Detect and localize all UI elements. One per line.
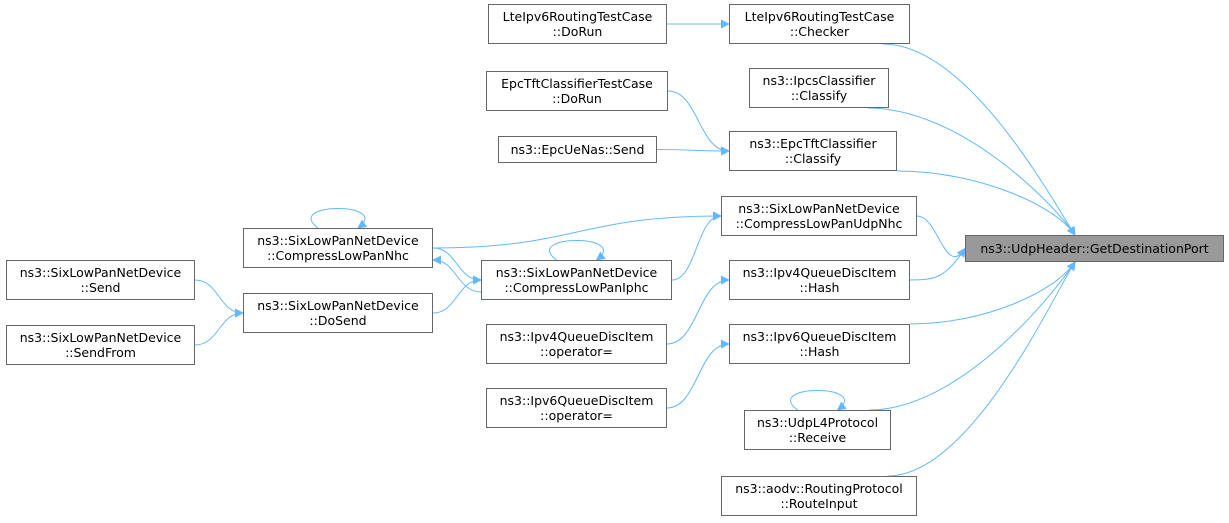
node-label-line: ::Hash bbox=[799, 344, 840, 359]
node-etd[interactable]: EpcTftClassifierTestCase::DoRun bbox=[486, 71, 668, 111]
node-label-line: ::operator= bbox=[540, 408, 613, 423]
edge-iphc-to-udp bbox=[671, 211, 722, 281]
node-i4o[interactable]: ns3::Ipv4QueueDiscItem::operator= bbox=[486, 324, 667, 364]
node-label-line: ::SendFrom bbox=[65, 345, 136, 360]
node-ari[interactable]: ns3::aodv::RoutingProtocol::RouteInput bbox=[721, 476, 917, 516]
node-label-line: ns3::UdpL4Protocol bbox=[756, 415, 879, 430]
node-label-line: LteIpv6RoutingTestCase bbox=[744, 9, 895, 24]
node-label-line: ::DoRun bbox=[552, 24, 603, 39]
node-i6o[interactable]: ns3::Ipv6QueueDiscItem::operator= bbox=[486, 388, 667, 428]
node-label-line: ns3::Ipv6QueueDiscItem bbox=[742, 329, 897, 344]
node-nhc[interactable]: ns3::SixLowPanNetDevice::CompressLowPanN… bbox=[243, 228, 433, 268]
edge-nhc-to-nhc bbox=[310, 208, 368, 229]
node-label-line: ::CompressLowPanNhc bbox=[267, 248, 409, 263]
node-label-line: ::Checker bbox=[789, 24, 850, 39]
edge-i6h-to-gdp bbox=[909, 261, 1076, 325]
node-label-line: ::DoSend bbox=[309, 313, 367, 328]
edge-etd-to-etc bbox=[667, 90, 730, 156]
node-label-line: ns3::SixLowPanNetDevice bbox=[495, 265, 658, 280]
edge-udp-to-gdp bbox=[916, 215, 966, 258]
node-label-line: ns3::aodv::RoutingProtocol bbox=[735, 481, 903, 496]
node-label-line: ::Receive bbox=[788, 430, 847, 445]
edge-i4o-to-i4h bbox=[666, 275, 730, 345]
node-i6h[interactable]: ns3::Ipv6QueueDiscItem::Hash bbox=[729, 324, 910, 364]
node-label-line: ns3::SixLowPanNetDevice bbox=[19, 265, 182, 280]
edge-nhc-to-udp bbox=[432, 211, 722, 249]
node-i4h[interactable]: ns3::Ipv4QueueDiscItem::Hash bbox=[729, 260, 910, 300]
node-label-line: ::operator= bbox=[540, 344, 613, 359]
node-icc[interactable]: ns3::IpcsClassifier::Classify bbox=[749, 68, 889, 108]
node-label-line: EpcTftClassifierTestCase bbox=[501, 76, 653, 91]
node-gdp[interactable]: ns3::UdpHeader::GetDestinationPort bbox=[965, 235, 1224, 262]
edge-lrc-to-gdp bbox=[882, 43, 1076, 236]
node-ens[interactable]: ns3::EpcUeNas::Send bbox=[498, 136, 657, 163]
node-label-line: ::CompressLowPanUdpNhc bbox=[735, 216, 903, 231]
node-label-line: ns3::SixLowPanNetDevice bbox=[257, 233, 419, 248]
node-label-line: ::DoRun bbox=[552, 91, 602, 106]
node-etc[interactable]: ns3::EpcTftClassifier::Classify bbox=[729, 131, 897, 171]
edge-ulr-to-gdp bbox=[868, 261, 1076, 411]
node-label-line: ::CompressLowPanIphc bbox=[504, 280, 649, 295]
edge-etc-to-gdp bbox=[896, 170, 1076, 236]
node-label-line: ns3::UdpHeader::GetDestinationPort bbox=[980, 241, 1209, 256]
node-label-line: ns3::EpcUeNas::Send bbox=[510, 142, 645, 157]
node-label-line: ns3::Ipv4QueueDiscItem bbox=[499, 329, 654, 344]
edge-i6o-to-i6h bbox=[666, 339, 730, 409]
node-iphc[interactable]: ns3::SixLowPanNetDevice::CompressLowPanI… bbox=[481, 260, 672, 300]
node-label-line: ns3::SixLowPanNetDevice bbox=[19, 330, 182, 345]
edge-i4h-to-gdp bbox=[909, 247, 966, 281]
edge-iphc-to-nhc bbox=[432, 255, 482, 293]
node-label-line: ns3::Ipv4QueueDiscItem bbox=[742, 265, 897, 280]
node-lrd[interactable]: LteIpv6RoutingTestCase::DoRun bbox=[488, 4, 667, 44]
node-snd[interactable]: ns3::SixLowPanNetDevice::Send bbox=[6, 260, 195, 300]
node-lrc[interactable]: LteIpv6RoutingTestCase::Checker bbox=[729, 4, 910, 44]
node-label-line: ::Send bbox=[80, 280, 121, 295]
node-label-line: ::Classify bbox=[790, 88, 848, 103]
node-label-line: ns3::SixLowPanNetDevice bbox=[738, 201, 900, 216]
node-label-line: ::Classify bbox=[784, 151, 842, 166]
node-dos[interactable]: ns3::SixLowPanNetDevice::DoSend bbox=[243, 293, 433, 333]
edge-ens-to-etc bbox=[656, 146, 730, 156]
node-label-line: ns3::IpcsClassifier bbox=[762, 73, 876, 88]
node-sfr[interactable]: ns3::SixLowPanNetDevice::SendFrom bbox=[6, 325, 195, 365]
node-label-line: ns3::SixLowPanNetDevice bbox=[257, 298, 419, 313]
edge-icc-to-gdp bbox=[867, 107, 1076, 236]
edge-ari-to-gdp bbox=[887, 261, 1076, 477]
edge-ulr-to-ulr bbox=[790, 390, 847, 411]
edge-sfr-to-dos bbox=[194, 308, 244, 346]
edge-dos-to-iphc bbox=[432, 275, 482, 314]
node-label-line: ::RouteInput bbox=[780, 496, 858, 511]
node-label-line: LteIpv6RoutingTestCase bbox=[502, 9, 653, 24]
node-label-line: ns3::EpcTftClassifier bbox=[749, 136, 877, 151]
node-label-line: ns3::Ipv6QueueDiscItem bbox=[499, 393, 654, 408]
edge-snd-to-dos bbox=[194, 279, 244, 318]
edge-iphc-to-iphc bbox=[549, 240, 606, 261]
node-ulr[interactable]: ns3::UdpL4Protocol::Receive bbox=[744, 410, 891, 450]
node-label-line: ::Hash bbox=[799, 280, 840, 295]
node-udp[interactable]: ns3::SixLowPanNetDevice::CompressLowPanU… bbox=[721, 196, 917, 236]
